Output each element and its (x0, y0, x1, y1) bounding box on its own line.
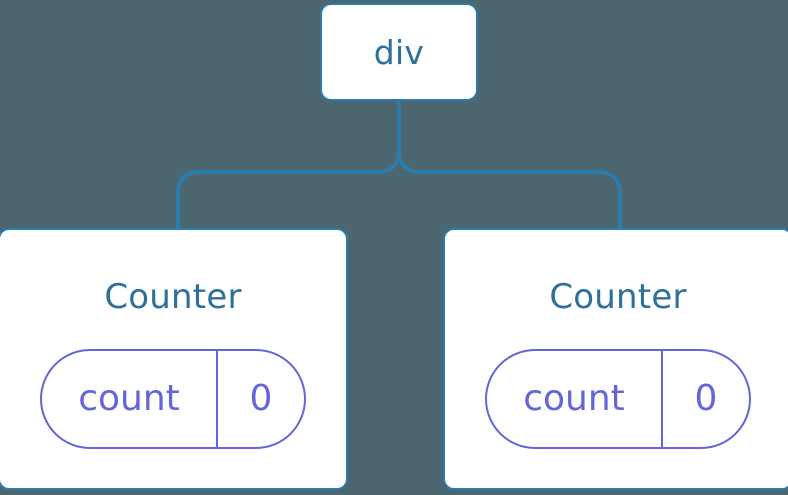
state-key-cell: count (42, 351, 218, 447)
state-key-label: count (78, 378, 180, 419)
root-node-label: div (373, 32, 425, 72)
component-title: Counter (549, 277, 687, 317)
state-key-cell: count (487, 351, 663, 447)
state-value-label: 0 (694, 378, 718, 419)
component-node-counter-2[interactable]: Counter count 0 (443, 228, 788, 490)
root-node-div[interactable]: div (320, 3, 478, 101)
state-pill[interactable]: count 0 (485, 349, 751, 449)
connector-branch-left (176, 148, 401, 230)
component-node-counter-1[interactable]: Counter count 0 (0, 228, 348, 490)
state-value-cell: 0 (218, 351, 304, 447)
state-value-label: 0 (249, 378, 273, 419)
state-key-label: count (523, 378, 625, 419)
connector-branch-right (397, 148, 622, 230)
component-title: Counter (104, 277, 242, 317)
state-pill[interactable]: count 0 (40, 349, 306, 449)
state-value-cell: 0 (663, 351, 749, 447)
